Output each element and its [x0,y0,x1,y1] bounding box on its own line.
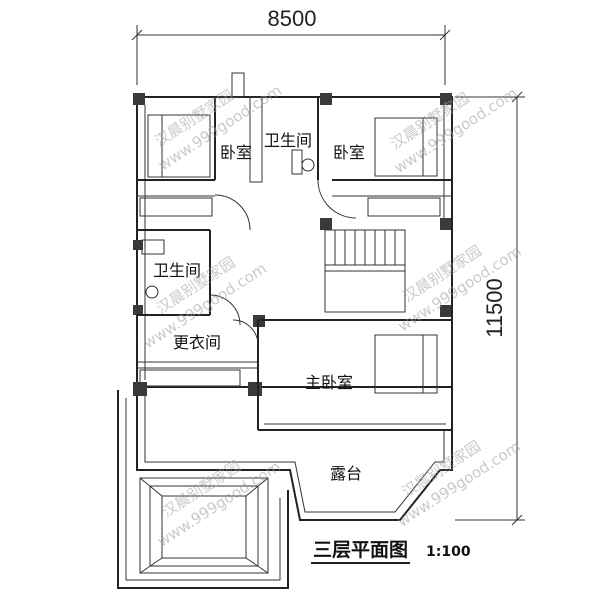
room-label-closet: 更衣间 [173,333,221,352]
watermark-1: 汉晨别墅家园 www.999good.com [151,81,284,174]
room-label-bathroom-left: 卫生间 [153,261,201,280]
lower-roof [117,390,289,589]
staircase [324,229,406,313]
width-dimension-label: 8500 [268,6,317,31]
top-dimension: 8500 [131,6,451,85]
bed-right [374,117,438,177]
room-label-terrace: 露台 [330,464,362,483]
bed-master [374,334,438,394]
height-dimension-label: 11500 [482,278,507,338]
roof-shaft [231,72,263,183]
right-dimension: 11500 [455,91,525,526]
room-label-master-bedroom: 主卧室 [305,373,353,392]
watermark-5: 汉晨别墅家园 www.999good.com [154,457,284,550]
plan-title-block: 三层平面图 1:100 [311,539,471,564]
bathroom-fixtures [141,149,315,299]
bed-left [147,114,211,178]
interior-walls [137,97,453,431]
plan-title: 三层平面图 [313,539,408,561]
room-label-bedroom-left: 卧室 [220,143,252,162]
plan-scale: 1:100 [426,544,471,560]
watermark-2: 汉晨别墅家园 www.999good.com [387,84,520,177]
terrace-outline [136,396,453,521]
room-label-bathroom-top: 卫生间 [264,131,312,150]
wardrobes [139,197,441,387]
room-label-bedroom-right: 卧室 [333,143,365,162]
